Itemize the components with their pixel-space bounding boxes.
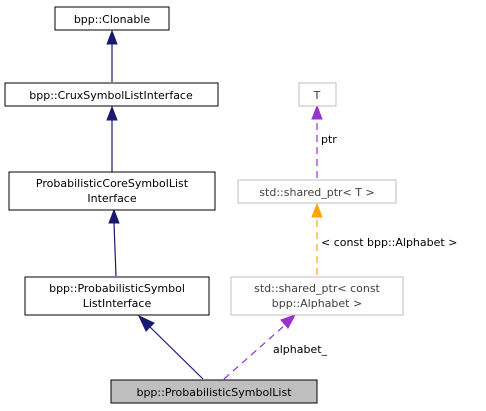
node-shared-ptr-t[interactable]: std::shared_ptr< T >: [237, 179, 397, 204]
node-template-t[interactable]: T: [298, 82, 337, 107]
node-label: bpp::Clonable: [74, 13, 151, 26]
edge-probsymiface-to-probcore: [108, 208, 120, 277]
node-label-line-1: std::shared_ptr< const: [254, 282, 380, 295]
node-probabilistic-core-symbol-list-interface[interactable]: ProbabilisticCoreSymbolList Interface: [8, 171, 216, 211]
edge-sharedt-to-t: [311, 104, 323, 178]
node-shared-ptr-const-alphabet[interactable]: std::shared_ptr< const bpp::Alphabet >: [230, 276, 404, 316]
inheritance-arrowhead: [137, 314, 155, 332]
node-crux-symbol-list-interface[interactable]: bpp::CruxSymbolListInterface: [4, 82, 219, 107]
inheritance-arrowhead: [108, 208, 120, 224]
edge-probsymlist-to-sharedalpha: [223, 314, 297, 380]
edge-label-alphabet: alphabet_: [273, 343, 328, 356]
node-label: std::shared_ptr< T >: [259, 186, 374, 199]
edge-label-const-alphabet: < const bpp::Alphabet >: [321, 236, 457, 249]
node-label-line-2: bpp::Alphabet >: [272, 297, 362, 310]
usage-arrowhead: [280, 314, 297, 329]
node-label: bpp::ProbabilisticSymbolList: [136, 386, 292, 399]
node-probabilistic-symbol-list[interactable]: bpp::ProbabilisticSymbolList: [110, 379, 318, 404]
edge-probsymlist-to-probsymiface: [137, 314, 204, 380]
node-probabilistic-symbol-list-interface[interactable]: bpp::ProbabilisticSymbol ListInterface: [24, 276, 210, 316]
edge-probcore-to-crux: [106, 105, 118, 172]
template-arrowhead: [311, 202, 323, 218]
node-clonable[interactable]: bpp::Clonable: [54, 6, 170, 31]
node-label: T: [313, 89, 321, 102]
usage-arrowhead: [311, 104, 323, 120]
node-label-line-2: ListInterface: [83, 297, 152, 310]
node-label-line-1: bpp::ProbabilisticSymbol: [49, 282, 185, 295]
edge-sharedalpha-to-sharedt: [311, 202, 323, 275]
node-label: bpp::CruxSymbolListInterface: [29, 89, 193, 102]
edge-label-ptr: ptr: [321, 133, 337, 146]
inheritance-arrowhead: [106, 105, 118, 121]
edge-crux-to-clonable: [106, 29, 118, 82]
inheritance-arrowhead: [106, 29, 118, 45]
node-label-line-2: Interface: [87, 192, 136, 205]
node-label-line-1: ProbabilisticCoreSymbolList: [36, 177, 189, 190]
